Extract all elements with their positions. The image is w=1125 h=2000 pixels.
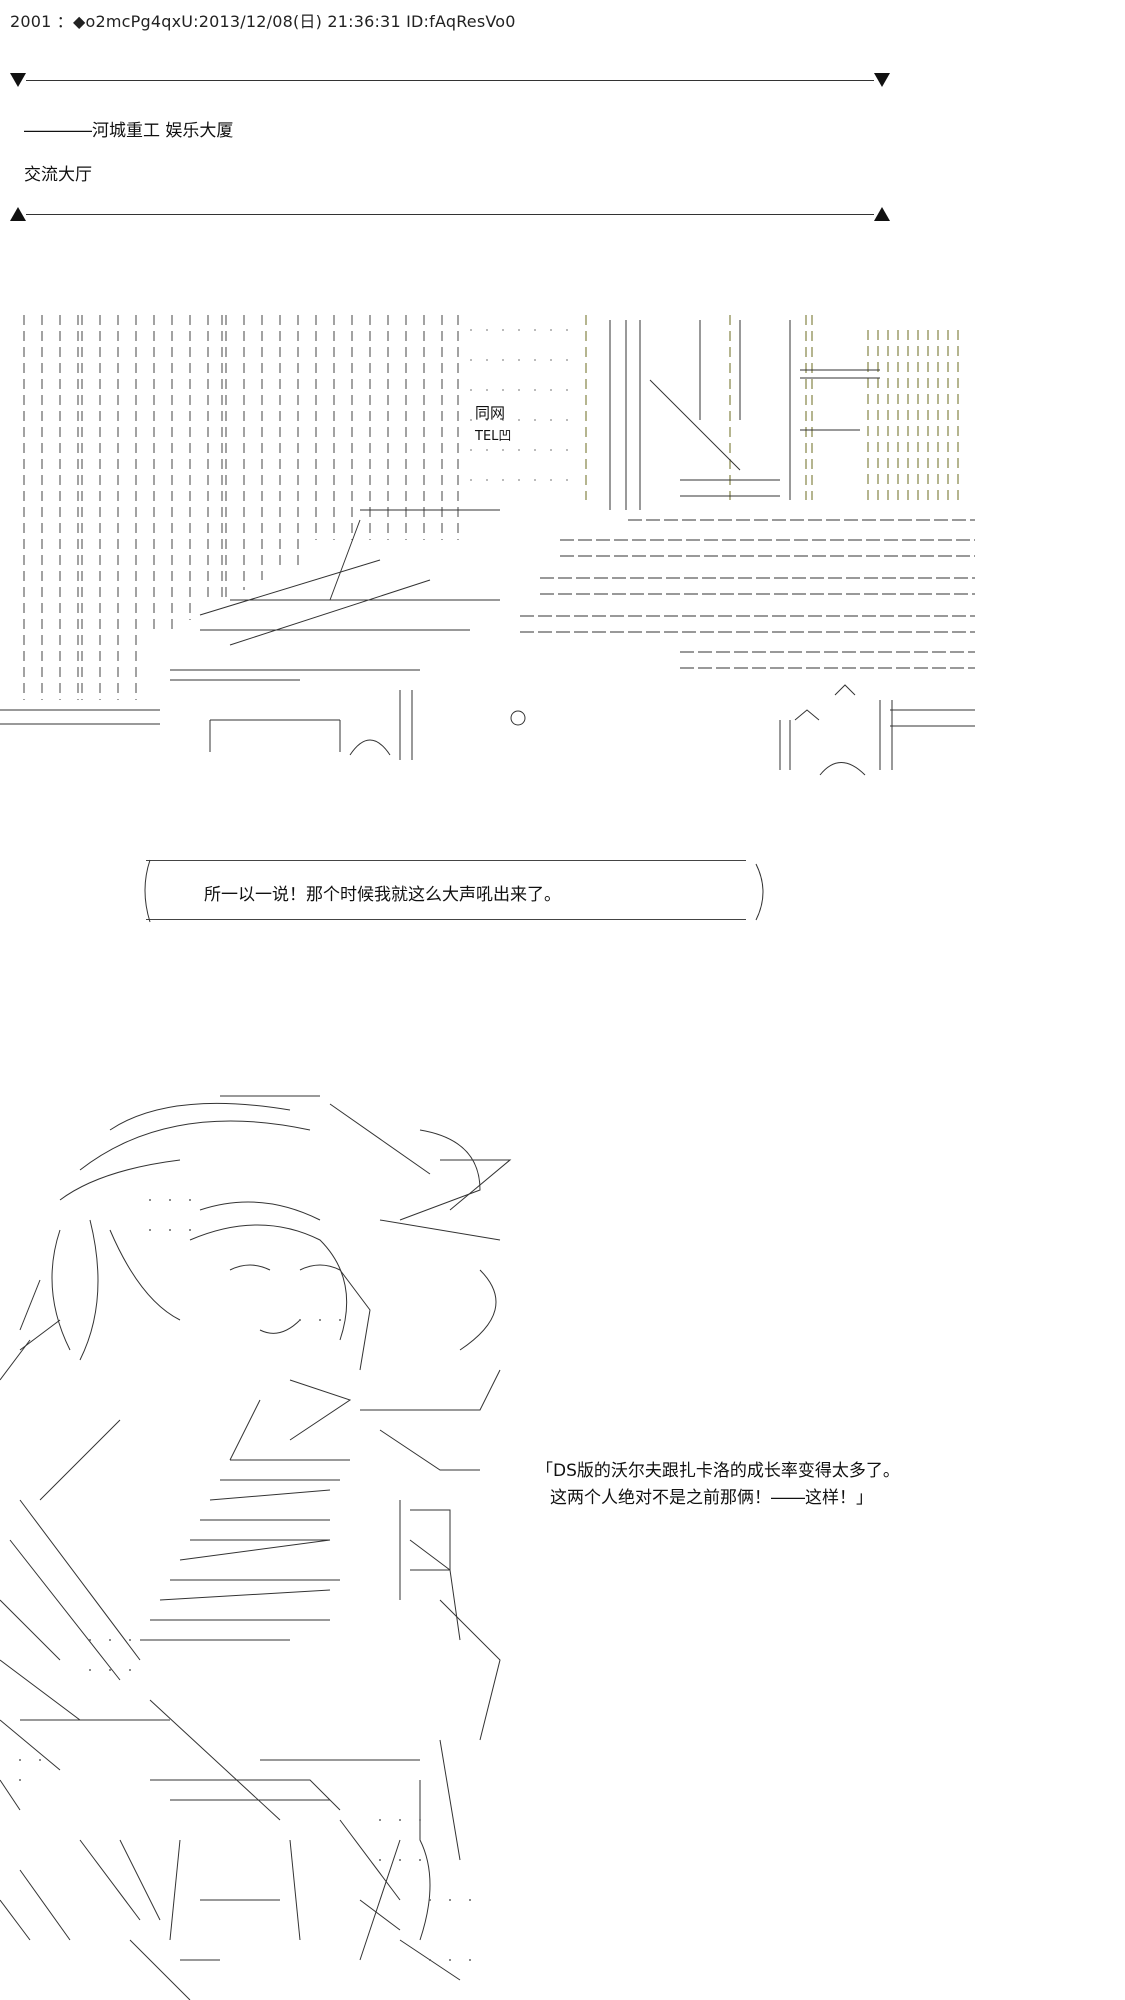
location-line-1: ――――河城重工 娱乐大厦 [24, 121, 234, 141]
speech-bubble: 所一以一说！那个时候我就这么大声吼出来了。 [144, 859, 764, 923]
character-quote: 「DS版的沃尔夫跟扎卡洛的成长率变得太多了。 这两个人绝对不是之前那俩！――这样… [536, 1458, 900, 1512]
quote-line-1: 「DS版的沃尔夫跟扎卡洛的成长率变得太多了。 [536, 1461, 900, 1481]
speech-text: 所一以一说！那个时候我就这么大声吼出来了。 [204, 885, 561, 905]
quote-line-2: 这两个人绝对不是之前那俩！――这样！」 [550, 1488, 873, 1508]
location-line-2: 交流大厅 [24, 165, 92, 185]
wall-sign-line-2: TEL凹 [474, 429, 511, 444]
character-art [0, 1095, 512, 2000]
bubble-left-bracket [144, 859, 151, 923]
bubble-right-bracket [755, 863, 764, 921]
triangle-up-icon [874, 207, 890, 221]
post-header: 2001 ：◆o2mcPg4qxU:2013/12/08(日) 21:36:31… [10, 12, 516, 31]
wall-sign-line-1: 同网 [475, 404, 505, 422]
bottom-divider [10, 200, 890, 230]
triangle-down-icon [874, 73, 890, 87]
pillar-lines [23, 315, 459, 700]
triangle-down-icon [10, 73, 26, 87]
hall-scene-art: 同网 TEL凹 [0, 315, 975, 776]
triangle-up-icon [10, 207, 26, 221]
at-sign-mark [510, 710, 526, 726]
top-divider [10, 66, 890, 96]
